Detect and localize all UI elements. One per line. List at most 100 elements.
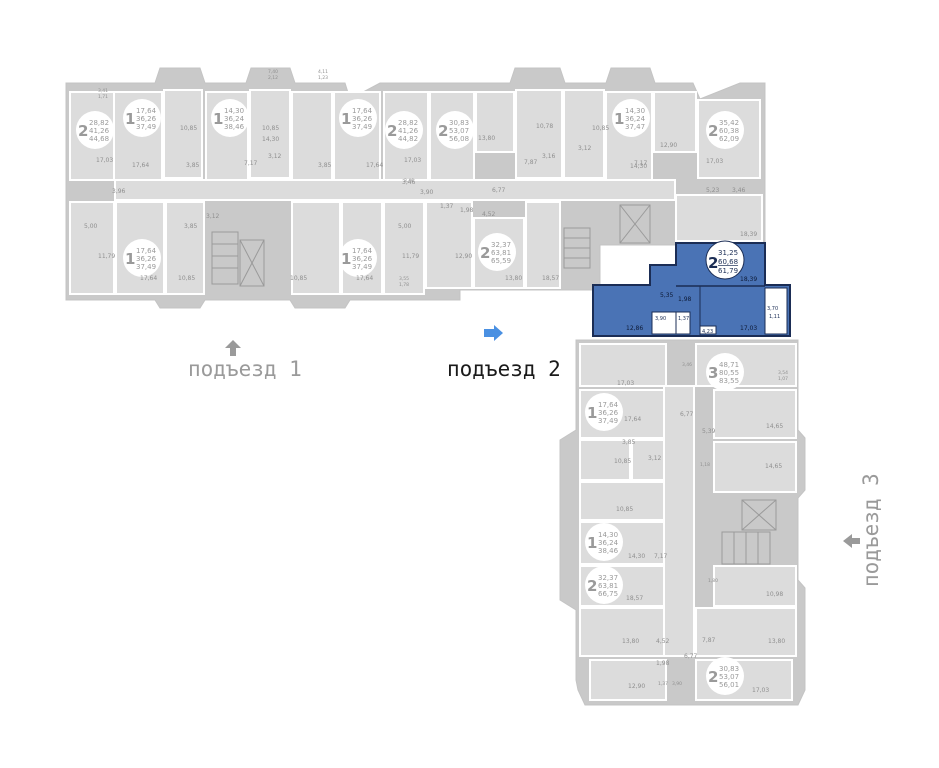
room-area-label: 10,85: [262, 125, 279, 132]
room-area-label: 5,00: [84, 223, 98, 230]
room-area-label: 17,03: [752, 687, 769, 694]
selected-area-living: 31,25: [718, 249, 738, 257]
unit-area-total: 36,26: [352, 255, 373, 263]
unit-area-total: 63,81: [491, 249, 511, 257]
room-area-label: 17,03: [96, 157, 113, 164]
unit-area-total: 36,26: [136, 255, 157, 263]
unit-area-living: 48,71: [719, 361, 739, 369]
room-area-label: 7,17: [634, 160, 648, 167]
room-area-label: 3,90: [672, 681, 682, 687]
room-area-label: 17,03: [404, 157, 421, 164]
selected-r2: 5,35: [660, 292, 674, 299]
room-area-label: 10,85: [180, 125, 197, 132]
room-area-label: 14,30: [262, 136, 279, 143]
unit-area-full: 37,49: [136, 123, 156, 131]
unit-area-total: 80,55: [719, 369, 739, 377]
unit-rooms: 2: [387, 122, 397, 140]
room-area-label: 17,64: [140, 275, 157, 282]
unit-area-full: 44,68: [89, 135, 109, 143]
room-area-label: 14,30: [630, 163, 647, 170]
room-area-label: 13,80: [505, 275, 522, 282]
unit-area-full: 37,47: [625, 123, 645, 131]
room-area-label: 1,07: [778, 376, 788, 382]
unit-area-total: 53,07: [719, 673, 739, 681]
unit-area-total: 60,38: [719, 127, 739, 135]
room-area-label: 18,39: [740, 231, 757, 238]
unit-area-total: 41,26: [398, 127, 419, 135]
room-area-label: 10,85: [290, 275, 307, 282]
unit-circle: [385, 111, 423, 149]
unit-area-full: 37,49: [352, 263, 372, 271]
room-area-label: 3,12: [648, 455, 662, 462]
room-area-label: 4,11: [318, 69, 328, 75]
unit-area-total: 36,24: [598, 539, 619, 547]
selected-r7: 17,03: [740, 325, 757, 332]
unit-area-total: 36,26: [136, 115, 157, 123]
unit-area-living: 17,64: [136, 247, 157, 255]
unit-rooms: 2: [587, 577, 597, 595]
room-area-label: 13,80: [478, 135, 495, 142]
room-area-label: 3,16: [542, 153, 556, 160]
unit-area-total: 36,26: [352, 115, 373, 123]
unit-circle: [123, 99, 161, 137]
unit-area-total: 41,26: [89, 127, 110, 135]
selected-r1: 18,39: [740, 276, 757, 283]
unit-area-full: 38,46: [598, 547, 619, 555]
room-area-label: 14,65: [766, 423, 783, 430]
selected-r6: 1,37: [678, 316, 689, 322]
room-area-label: 7,87: [702, 637, 716, 644]
room-area-label: 10,85: [592, 125, 609, 132]
room-area-label: 17,64: [132, 162, 149, 169]
unit-rooms: 1: [587, 534, 597, 552]
room-area-label: 3,41: [98, 88, 108, 94]
unit-circle: [585, 523, 623, 561]
room-area-label: 3,55: [399, 276, 409, 282]
room-area-label: 3,85: [184, 223, 198, 230]
room-area-label: 3,12: [268, 153, 282, 160]
entrance-markers: [225, 325, 860, 548]
unit-area-living: 17,64: [598, 401, 619, 409]
selected-apartment[interactable]: [592, 240, 791, 337]
unit-circle: [436, 111, 474, 149]
unit-area-living: 28,82: [89, 119, 109, 127]
room-area-label: 1,80: [708, 578, 718, 584]
unit-area-living: 32,37: [598, 574, 618, 582]
unit-area-living: 35,42: [719, 119, 739, 127]
unit-area-full: 66,75: [598, 590, 618, 598]
unit-area-living: 14,30: [598, 531, 618, 539]
room-area-label: 7,40: [268, 69, 278, 75]
room-area-label: 3,46: [404, 178, 414, 184]
unit-area-full: 37,49: [352, 123, 372, 131]
unit-rooms: 2: [708, 122, 718, 140]
unit-rooms: 3: [708, 364, 718, 382]
selected-r9: 1,11: [769, 314, 780, 320]
room-area-label: 5,23: [706, 187, 720, 194]
arrow-up-icon: [225, 340, 241, 356]
selected-r4: 12,86: [626, 325, 643, 332]
room-area-label: 1,98: [656, 660, 670, 667]
unit-rooms: 2: [78, 122, 88, 140]
room-area-label: 7,17: [244, 160, 258, 167]
unit-area-total: 36,26: [598, 409, 619, 417]
unit-area-living: 17,64: [352, 107, 373, 115]
room-area-label: 6,77: [492, 187, 506, 194]
selected-rooms: 2: [708, 254, 718, 272]
unit-circle: [211, 99, 249, 137]
unit-area-living: 30,83: [449, 119, 469, 127]
unit-rooms: 1: [614, 110, 624, 128]
room-area-label: 17,64: [624, 416, 641, 423]
room-area-label: 3,46: [732, 187, 746, 194]
arrow-right-icon: [484, 325, 503, 341]
unit-circle: [706, 111, 744, 149]
selected-area-total: 60,68: [718, 258, 738, 266]
room-area-label: 14,65: [765, 463, 782, 470]
